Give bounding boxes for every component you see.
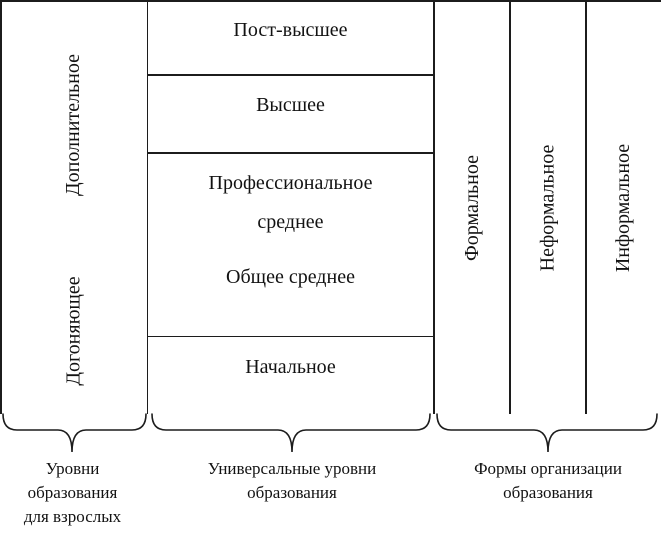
adult-universal-divider (146, 2, 149, 414)
brace-organization-forms (436, 413, 658, 453)
universal-row-divider-2 (147, 152, 434, 154)
adult-row-divider (0, 0, 434, 2)
universal-row-divider-1 (147, 74, 434, 76)
cell-general-secondary: Общее среднее (147, 247, 434, 353)
brace-adult-levels (2, 413, 147, 453)
caption-organization-forms: Формы организации образования (474, 459, 622, 502)
table-left-border (0, 2, 2, 414)
caption-universal-levels: Универсальные уровни образования (207, 459, 377, 502)
cell-professional-secondary: Профессиональное среднее (147, 152, 434, 259)
universal-row-divider-3 (147, 335, 434, 338)
brace-universal-levels (151, 413, 431, 453)
primary-label: Начальное (245, 356, 336, 378)
cell-post-higher: Пост-высшее (147, 2, 434, 90)
general-secondary-label: Общее среднее (226, 266, 355, 288)
formal-nonformal-divider (509, 2, 511, 414)
post-higher-label: Пост-высшее (233, 19, 348, 41)
professional-secondary-label: Профессиональное среднее (208, 172, 373, 233)
cell-higher: Высшее (147, 74, 434, 171)
caption-adult-levels: Уровни образования для взрослых (23, 459, 122, 526)
cell-primary: Начальное (147, 335, 434, 433)
nonformal-informal-divider (585, 2, 587, 414)
universal-forms-divider (433, 2, 435, 414)
higher-label: Высшее (256, 94, 325, 116)
